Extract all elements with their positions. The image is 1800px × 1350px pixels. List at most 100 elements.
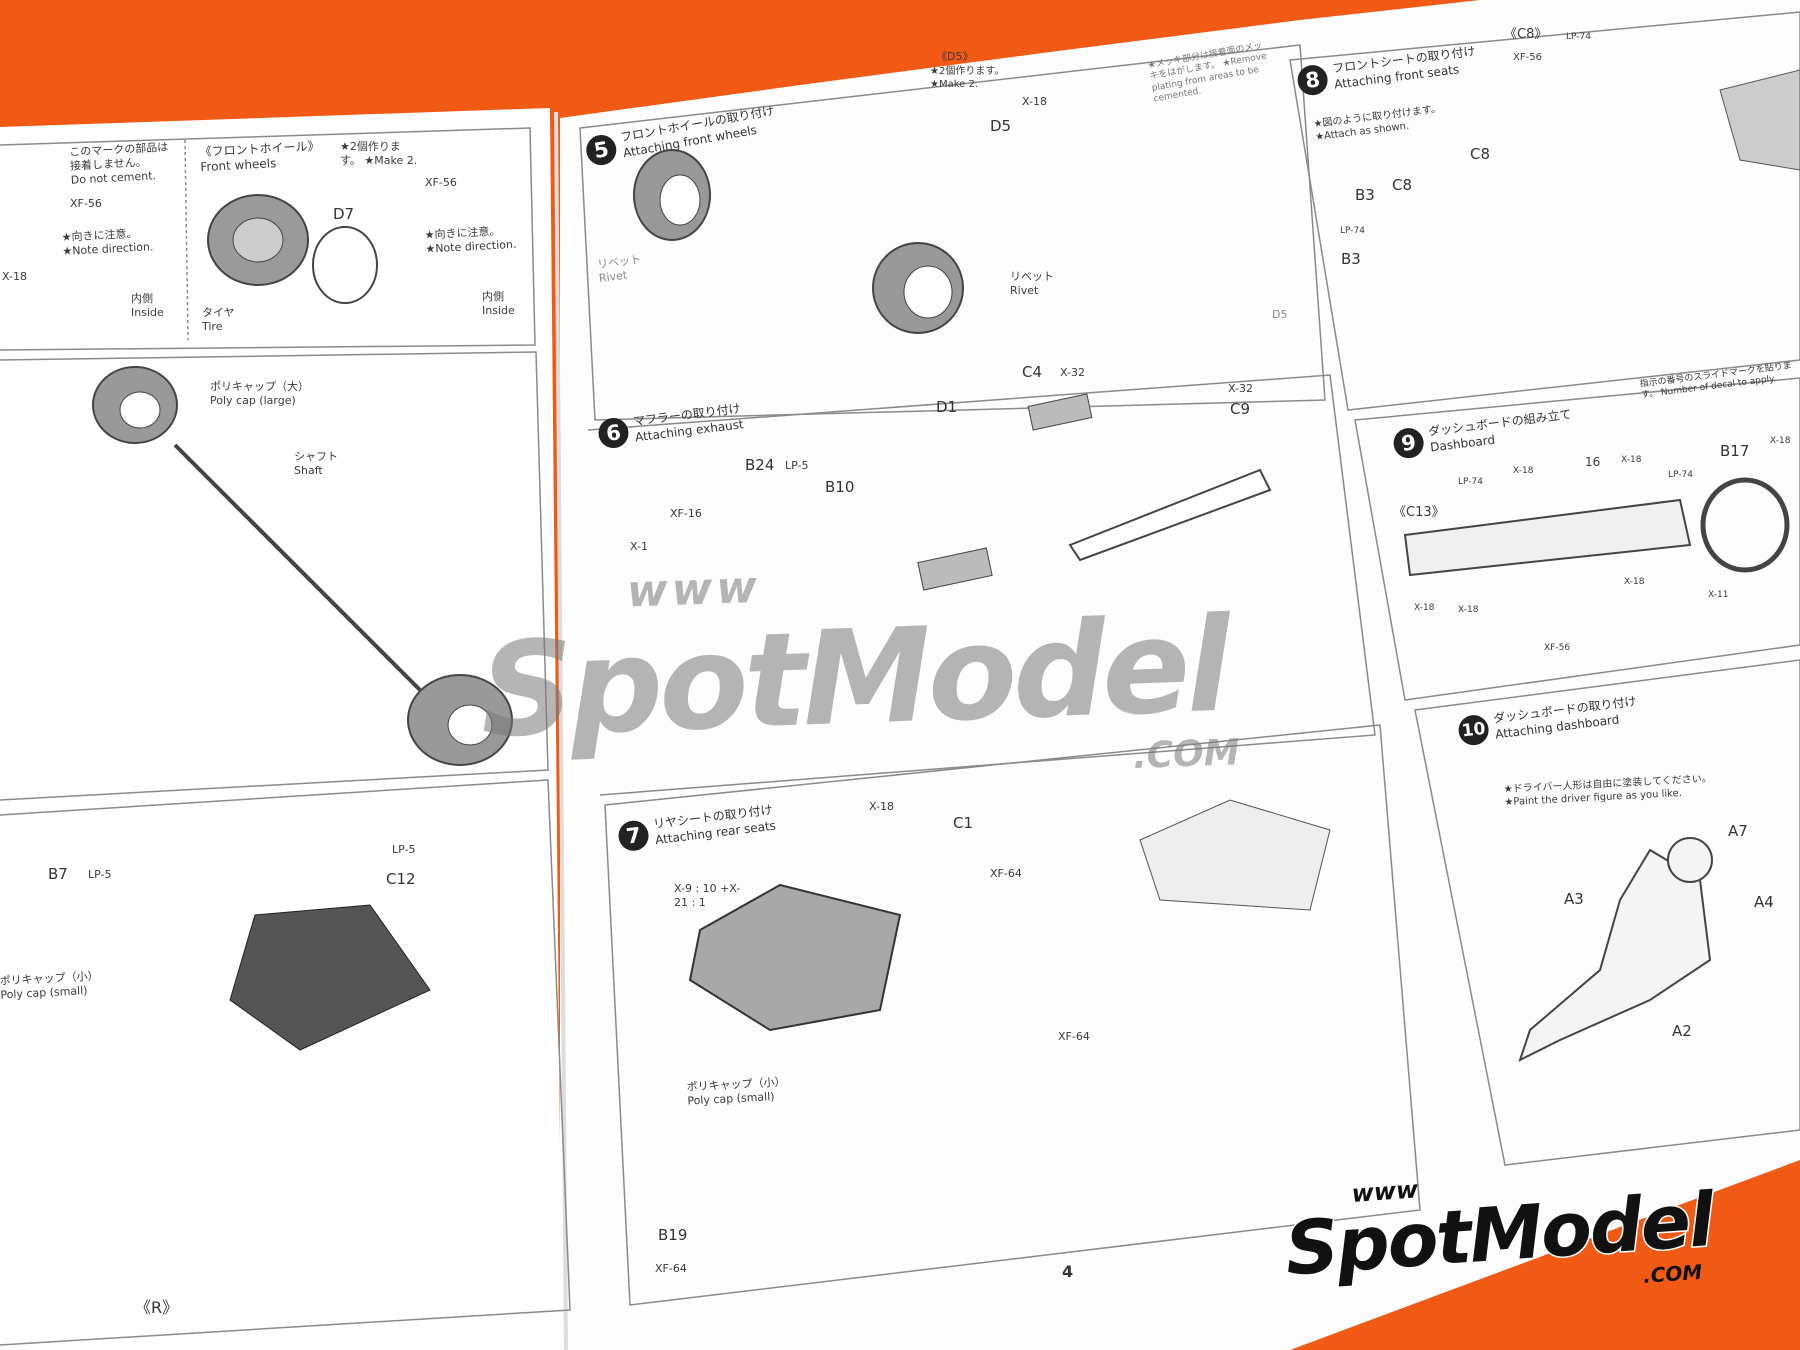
- part-c1: C1: [953, 814, 974, 832]
- step-number: 6: [596, 415, 631, 450]
- part-b17: B17: [1720, 442, 1750, 460]
- watermark-center: www SpotModel .COM: [476, 544, 1383, 800]
- muffler-illustration: [917, 547, 993, 591]
- rear-seat-illustration: [1139, 799, 1331, 911]
- polycap-large-jp: ポリキャップ（大）: [210, 380, 309, 393]
- c8-box-label: 《C8》: [1504, 27, 1548, 42]
- part-a7: A7: [1728, 822, 1748, 840]
- muffler-illustration: [1027, 393, 1093, 431]
- inside-label: 内側 Inside: [131, 292, 164, 319]
- paint-mix: X-9 : 10 +X-21 : 1: [674, 882, 741, 909]
- paint-code: X-18: [1624, 577, 1645, 587]
- paint-code: X-32: [1228, 382, 1253, 395]
- note-direction: ★向きに注意。 ★Note direction.: [424, 224, 517, 256]
- part-b24: B24: [745, 456, 775, 474]
- part-c12: C12: [386, 870, 416, 888]
- steering-wheel-illustration: [1700, 477, 1790, 573]
- exhaust-illustration: [1068, 468, 1272, 562]
- front-seat-illustration: [1719, 69, 1800, 171]
- d5-box-label: 《D5》: [936, 50, 974, 63]
- part-c9: C9: [1230, 400, 1251, 418]
- inside-label: 内側 Inside: [482, 290, 515, 317]
- step-number: 5: [583, 132, 619, 168]
- paint-code: XF-56: [70, 197, 102, 210]
- dashboard-illustration: [1403, 498, 1692, 577]
- make-two-note: ★2個作ります。 ★Make 2.: [340, 140, 418, 167]
- page-gutter: [554, 111, 568, 1350]
- paint-code: LP-74: [1458, 477, 1483, 487]
- paint-code: LP-5: [785, 459, 809, 472]
- polycap-small-label: ポリキャップ（小）Poly cap (small): [686, 1075, 786, 1108]
- polycap-large-en: Poly cap (large): [210, 393, 296, 407]
- paint-code: XF-64: [655, 1262, 687, 1275]
- part-b10: B10: [825, 478, 855, 496]
- step-number: 8: [1295, 63, 1330, 97]
- decal-number: 16: [1585, 455, 1601, 469]
- shaft-illustration: [173, 443, 422, 692]
- watermark-com: .COM: [1132, 732, 1241, 777]
- paint-code: LP-74: [1566, 32, 1591, 42]
- paint-code: X-18: [1770, 436, 1791, 446]
- part-a4: A4: [1754, 893, 1774, 911]
- part-d5: D5: [990, 117, 1012, 135]
- panel-borders: [0, 11, 1800, 1346]
- wheel-illustration: [312, 226, 378, 304]
- paint-code: X-18: [2, 270, 27, 283]
- part-d1: D1: [936, 398, 958, 416]
- paint-code: LP-5: [88, 868, 112, 881]
- front-wheels-heading: 《フロントホイール》Front wheels: [199, 139, 320, 175]
- part-a3: A3: [1564, 890, 1584, 908]
- step-number: 7: [616, 818, 651, 853]
- subframe-illustration: [229, 904, 431, 1051]
- paint-code: XF-64: [990, 867, 1022, 880]
- paint-code: LP-74: [1668, 470, 1693, 480]
- tire-label: タイヤ Tire: [202, 306, 235, 333]
- paint-code: XF-56: [1544, 643, 1571, 653]
- polycap-small-label: ポリキャップ（小）Poly cap (small): [0, 969, 100, 1002]
- no-cement-note: このマークの部品は 接着しません。Do not cement.: [69, 140, 176, 187]
- paint-code: X-32: [1060, 366, 1085, 379]
- paint-code: XF-56: [425, 176, 457, 189]
- rear-seat-illustration: [688, 883, 902, 1032]
- paint-code: X-18: [1414, 603, 1435, 613]
- page-number: 4: [1062, 1262, 1074, 1281]
- part-d5: D5: [1272, 308, 1288, 321]
- paint-code: X-18: [1458, 605, 1479, 615]
- part-c8: C8: [1392, 176, 1413, 194]
- part-a2: A2: [1672, 1022, 1692, 1040]
- paint-code: X-11: [1708, 590, 1729, 600]
- shaft-jp: シャフト: [294, 450, 338, 463]
- part-c4: C4: [1022, 363, 1043, 381]
- paint-code: X-18: [1022, 95, 1047, 108]
- paint-code: LP-5: [392, 843, 416, 856]
- paint-code: X-18: [869, 800, 894, 813]
- rivet-label: リベット Rivet: [1010, 270, 1054, 297]
- polycap-large-label: ポリキャップ（大）Poly cap (large): [210, 380, 309, 408]
- step-number: 9: [1391, 426, 1426, 460]
- illustrations: [92, 69, 1800, 1062]
- make-two-note: ★2個作ります。 ★Make 2.: [930, 66, 1005, 90]
- part-c8: C8: [1470, 145, 1491, 163]
- paint-code: X-18: [1513, 466, 1534, 476]
- part-b7: B7: [48, 865, 68, 883]
- paint-code: XF-64: [1058, 1030, 1090, 1043]
- part-b19: B19: [658, 1226, 688, 1244]
- driver-figure-illustration: [1518, 848, 1712, 1062]
- logo-com: .COM: [1642, 1259, 1704, 1288]
- paint-code: XF-16: [670, 507, 702, 520]
- note-direction: ★向きに注意。 ★Note direction.: [61, 226, 154, 258]
- part-b3: B3: [1341, 250, 1361, 268]
- shaft-en: Shaft: [294, 463, 323, 477]
- watermark-brand: SpotModel: [477, 588, 1230, 767]
- paint-code: X-1: [630, 540, 648, 553]
- r-mark: 《R》: [135, 1298, 179, 1317]
- part-b3: B3: [1355, 186, 1375, 204]
- part-d7: D7: [333, 205, 355, 223]
- paint-code: X-18: [1621, 455, 1642, 465]
- paint-code: XF-56: [1513, 52, 1542, 63]
- c13-box-label: 《C13》: [1393, 505, 1445, 520]
- paint-code: LP-74: [1340, 226, 1365, 236]
- step-number: 10: [1456, 713, 1491, 747]
